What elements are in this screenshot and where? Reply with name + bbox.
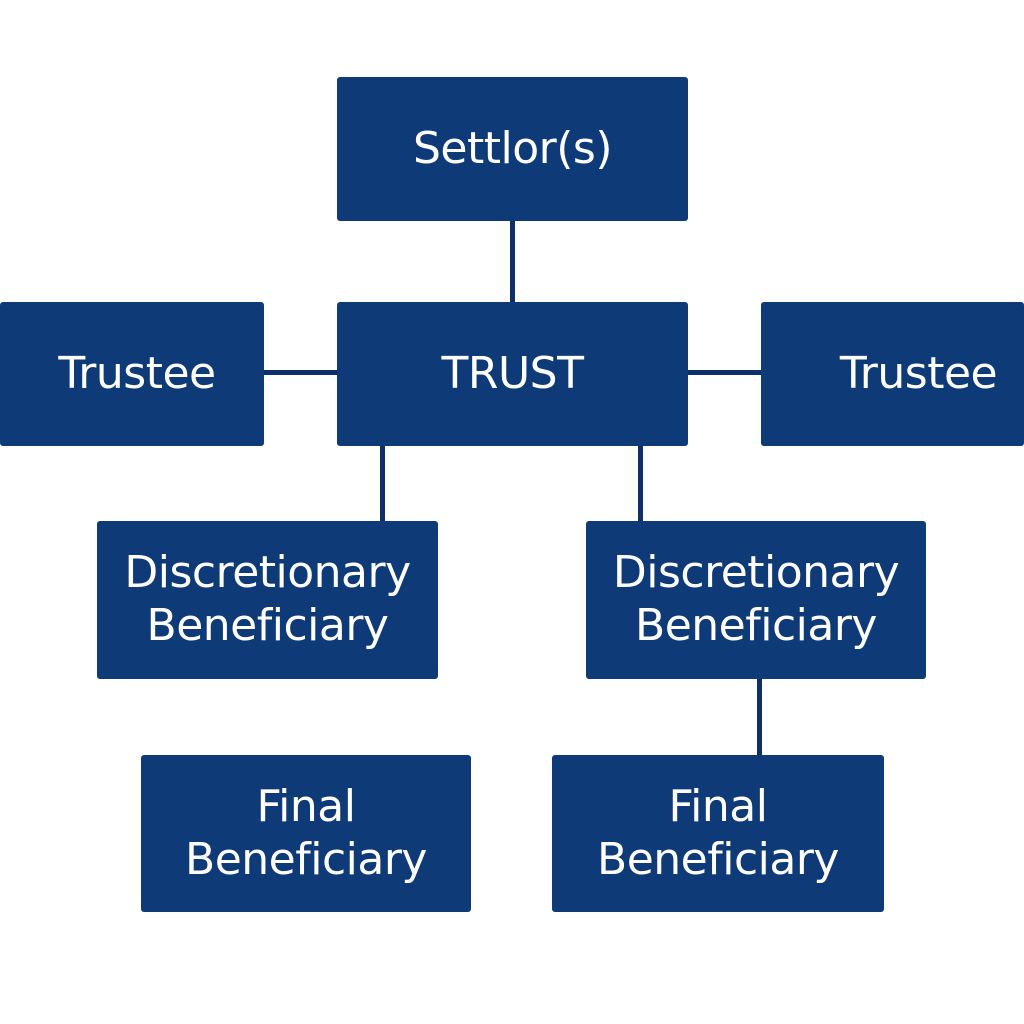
trustee-left-box: Trustee — [0, 302, 264, 446]
connector-trustee-left-trust — [263, 370, 337, 375]
trust-label: TRUST — [441, 347, 584, 399]
discretionary-right-line2: Beneficiary — [635, 600, 877, 651]
discretionary-left-line1: Discretionary — [124, 547, 411, 599]
final-right-line2: Beneficiary — [597, 833, 839, 885]
connector-trust-trustee-right — [687, 370, 761, 375]
final-right-line1: Final — [668, 780, 768, 832]
trustee-right-label: Trustee — [839, 347, 998, 399]
discretionary-left-line2: Beneficiary — [146, 600, 389, 651]
discretionary-beneficiary-left-text: Discretionary Beneficiary — [124, 547, 411, 653]
trustee-right-box: Trustee — [761, 302, 1024, 446]
final-beneficiary-right-box: Final Beneficiary — [552, 755, 884, 912]
final-left-line1: Final — [256, 780, 356, 832]
final-beneficiary-left-box: Final Beneficiary — [141, 755, 471, 912]
connector-settlor-trust — [510, 220, 515, 302]
settlor-box: Settlor(s) — [337, 77, 688, 221]
final-left-line2: Beneficiary — [185, 833, 427, 885]
settlor-label: Settlor(s) — [413, 122, 613, 174]
connector-discretionary-right-final-right — [757, 679, 762, 755]
discretionary-beneficiary-right-text: Discretionary Beneficiary — [612, 547, 900, 653]
final-beneficiary-right-text: Final Beneficiary — [597, 781, 839, 887]
trust-box: TRUST — [337, 302, 688, 446]
discretionary-right-line1: Discretionary — [612, 547, 900, 599]
discretionary-beneficiary-left-box: Discretionary Beneficiary — [97, 521, 438, 679]
connector-trust-discretionary-left — [380, 445, 385, 521]
connector-trust-discretionary-right — [638, 445, 643, 521]
final-beneficiary-left-text: Final Beneficiary — [185, 781, 427, 887]
trustee-left-label: Trustee — [58, 347, 216, 399]
discretionary-beneficiary-right-box: Discretionary Beneficiary — [586, 521, 926, 679]
